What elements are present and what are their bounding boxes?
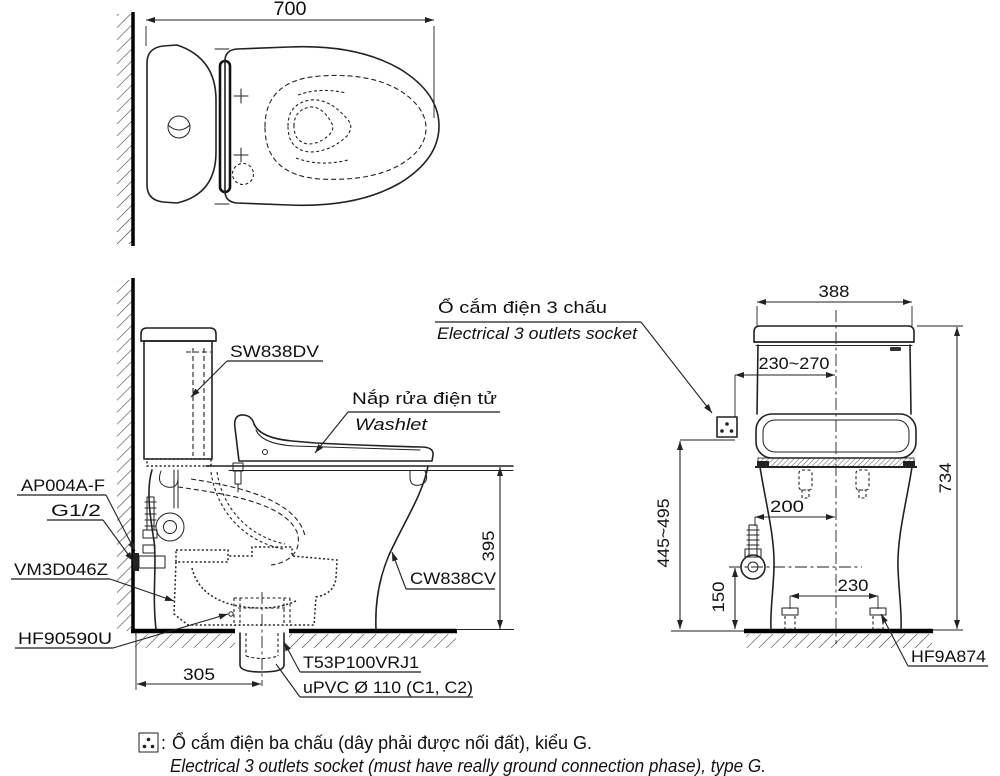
bowl-front-profile — [375, 465, 429, 630]
washlet-bolt — [798, 469, 813, 491]
washlet-side — [232, 414, 434, 493]
socket-legend-icon — [138, 732, 159, 753]
socket-pin-icon — [720, 429, 724, 433]
legend: : Ổ cắm điện ba chấu (dây phải được nối … — [138, 732, 766, 776]
label-supply-group: AP004A-F — [17, 476, 136, 552]
label-bolt-cap-group: HF9A874 — [880, 613, 988, 667]
cistern-side — [140, 327, 217, 467]
floor-hatch — [289, 634, 456, 648]
pedestal-left — [759, 466, 775, 630]
label-socket-vi: Ổ cắm điện 3 chấu — [438, 298, 607, 317]
label-bowl: CW838CV — [410, 569, 497, 588]
top-view: 700 — [117, 0, 440, 246]
label-flange: HF90590U — [18, 629, 112, 648]
bowl-interior — [173, 469, 306, 566]
label-thread-group: G1/2 — [47, 501, 134, 562]
lid-plan — [224, 45, 440, 207]
floor-hatch — [746, 634, 932, 648]
dim-rough-in: 305 — [183, 665, 215, 684]
wall-flange — [133, 553, 139, 571]
wall-hatch — [117, 280, 132, 631]
label-bolt-cap: HF9A874 — [911, 647, 986, 666]
label-washlet-vi: Nắp rửa điện tử — [352, 389, 497, 408]
hinge-bolt-marks — [231, 88, 255, 186]
floor-hatch — [135, 634, 235, 648]
dim-rim-height: 395 — [479, 531, 498, 562]
supply-valve-assembly — [133, 496, 185, 571]
label-cistern-group: SW838DV — [190, 342, 323, 398]
socket-pin-icon — [729, 429, 734, 433]
side-view: 395 305 SW838DV Nắp rửa điện tử Washlet … — [11, 278, 713, 698]
label-connector-group: VM3D046Z — [11, 560, 175, 602]
dim-socket-height: 445~495 — [654, 499, 673, 568]
bowl-rear-profile — [148, 469, 157, 630]
label-thread: G1/2 — [51, 501, 101, 520]
label-washlet-group: Nắp rửa điện tử Washlet — [314, 389, 500, 454]
label-joint: T53P100VRJ1 — [303, 653, 419, 672]
base-bolts — [781, 607, 887, 630]
label-flange-group: HF90590U — [15, 613, 229, 649]
dim-total-height: 734 — [936, 463, 955, 494]
legend-colon: : — [161, 733, 166, 753]
label-socket-en: Electrical 3 outlets socket — [437, 324, 638, 343]
washlet-bolt — [855, 469, 870, 491]
legend-note-vi: Ổ cắm điện ba chấu (dây phải được nối đấ… — [172, 732, 592, 753]
dim-bolt-spacing: 230 — [838, 576, 869, 595]
label-joint-group: T53P100VRJ1 — [283, 641, 421, 673]
dim-supply-height: 150 — [709, 582, 728, 613]
pedestal-right — [897, 466, 913, 630]
seat-joint-strip — [757, 457, 915, 468]
cistern-front — [753, 325, 915, 415]
connector-gasket — [175, 549, 229, 563]
drain-pipe — [239, 592, 285, 686]
toto-logo — [890, 347, 901, 351]
dim-socket-offset: 230~270 — [759, 354, 830, 373]
socket-pin-icon — [725, 422, 729, 426]
label-cistern: SW838DV — [230, 342, 320, 361]
seat-opening — [264, 74, 427, 180]
legend-note-en: Electrical 3 outlets socket (must have r… — [170, 756, 766, 776]
flush-button — [167, 115, 191, 139]
label-pipe: uPVC Ø 110 (C1, C2) — [303, 678, 473, 697]
dim-supply-offset: 200 — [770, 497, 804, 516]
label-washlet-en: Washlet — [355, 415, 428, 434]
socket-box — [716, 416, 738, 438]
wall-hatch — [117, 14, 132, 244]
water-surface-inner — [293, 106, 334, 145]
washlet-front — [755, 413, 917, 499]
label-pipe-group: uPVC Ø 110 (C1, C2) — [275, 663, 473, 698]
dim-top-width: 700 — [274, 0, 307, 20]
label-socket-group: Ổ cắm điện 3 chấu Electrical 3 outlets s… — [435, 298, 713, 414]
front-view: 388 230~270 734 445~495 200 150 230 HF9A… — [654, 282, 988, 667]
supply-valve-front — [729, 524, 862, 580]
cistern-plan — [146, 44, 217, 204]
trap-connector — [173, 546, 338, 626]
dim-front-width: 388 — [819, 282, 850, 301]
electrical-socket — [716, 416, 738, 438]
water-surface-outer — [287, 99, 352, 153]
label-connector: VM3D046Z — [14, 560, 108, 579]
label-bowl-group: CW838CV — [391, 551, 497, 590]
label-supply: AP004A-F — [21, 476, 105, 495]
